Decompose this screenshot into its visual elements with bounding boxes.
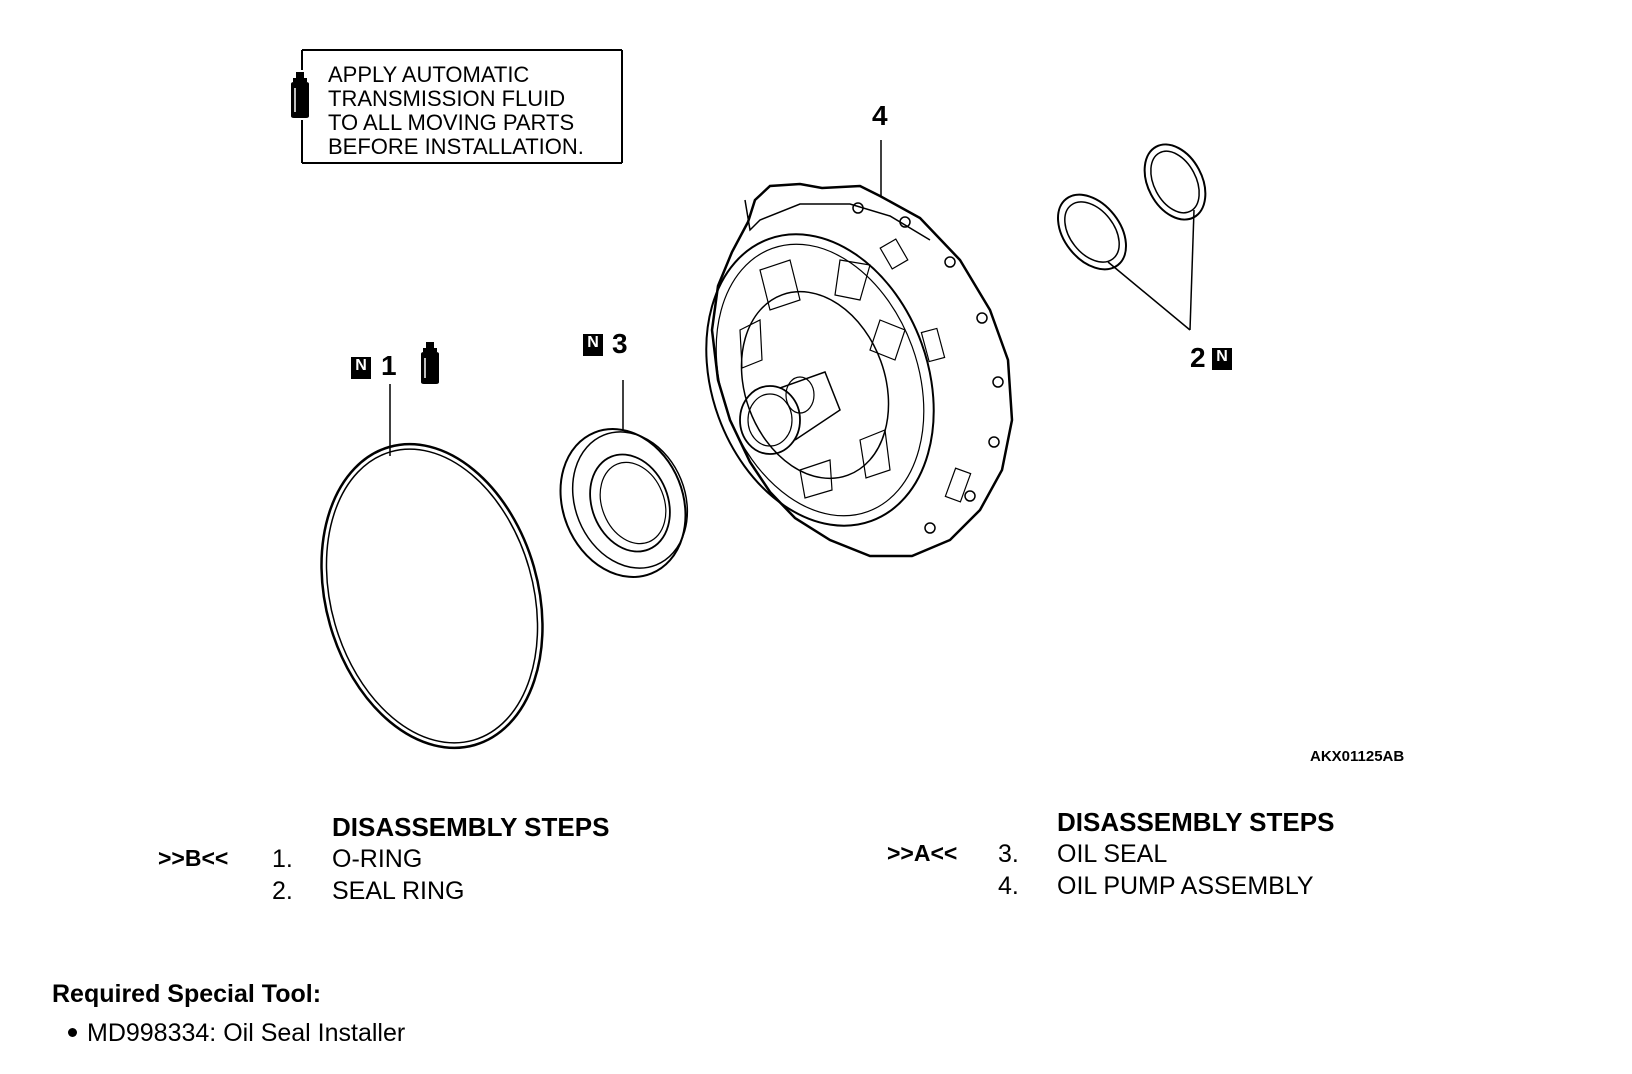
seal-ring-part-lower	[1057, 193, 1127, 271]
right-step-3-code: >>A<<	[887, 840, 958, 866]
callout-2: 2	[1190, 342, 1206, 373]
figure-code: AKX01125AB	[1310, 748, 1405, 765]
oil-seal-part	[559, 428, 689, 578]
leader-line-2b	[1107, 261, 1191, 331]
left-step-2-label: SEAL RING	[332, 877, 465, 905]
bullet-icon	[68, 1027, 77, 1037]
left-step-1-num: 1.	[272, 845, 293, 873]
fluid-can-icon-part1	[421, 342, 439, 384]
o-ring-part	[320, 442, 544, 750]
note-line-2: TRANSMISSION FLUID	[328, 86, 566, 111]
right-step-3-num: 3.	[998, 840, 1019, 868]
seal-ring-part-upper	[1143, 143, 1207, 221]
fluid-can-icon	[291, 72, 309, 118]
special-tool-item: MD998334: Oil Seal Installer	[68, 1019, 405, 1048]
right-step-4-num: 4.	[998, 872, 1019, 900]
special-tool-title: Required Special Tool:	[52, 980, 322, 1008]
note-box	[301, 49, 623, 164]
right-steps-heading: DISASSEMBLY STEPS	[1057, 807, 1335, 837]
right-step-4-label: OIL PUMP ASSEMBLY	[1057, 872, 1314, 900]
new-part-mark-2: N	[1216, 348, 1228, 365]
callout-1: 1	[381, 350, 397, 381]
left-step-2-num: 2.	[272, 877, 293, 905]
note-line-3: TO ALL MOVING PARTS	[328, 110, 575, 135]
special-tool-item-label: MD998334: Oil Seal Installer	[87, 1019, 406, 1047]
left-steps-heading: DISASSEMBLY STEPS	[332, 812, 610, 842]
right-step-3-label: OIL SEAL	[1057, 840, 1168, 868]
callout-3: 3	[612, 328, 628, 359]
new-part-badge-2	[1212, 348, 1232, 370]
new-part-badge-3	[583, 334, 603, 356]
left-step-1-code: >>B<<	[158, 845, 229, 871]
left-step-1-label: O-RING	[332, 845, 423, 873]
new-part-badge-1	[351, 357, 371, 379]
new-part-mark-3: N	[587, 334, 599, 351]
leader-line-2a	[1189, 209, 1195, 331]
callout-4: 4	[872, 100, 888, 131]
oil-pump-assembly-part	[705, 182, 1014, 558]
note-line-1: APPLY AUTOMATIC	[328, 62, 530, 87]
note-line-4: BEFORE INSTALLATION.	[328, 134, 584, 159]
new-part-mark-1: N	[355, 357, 367, 374]
